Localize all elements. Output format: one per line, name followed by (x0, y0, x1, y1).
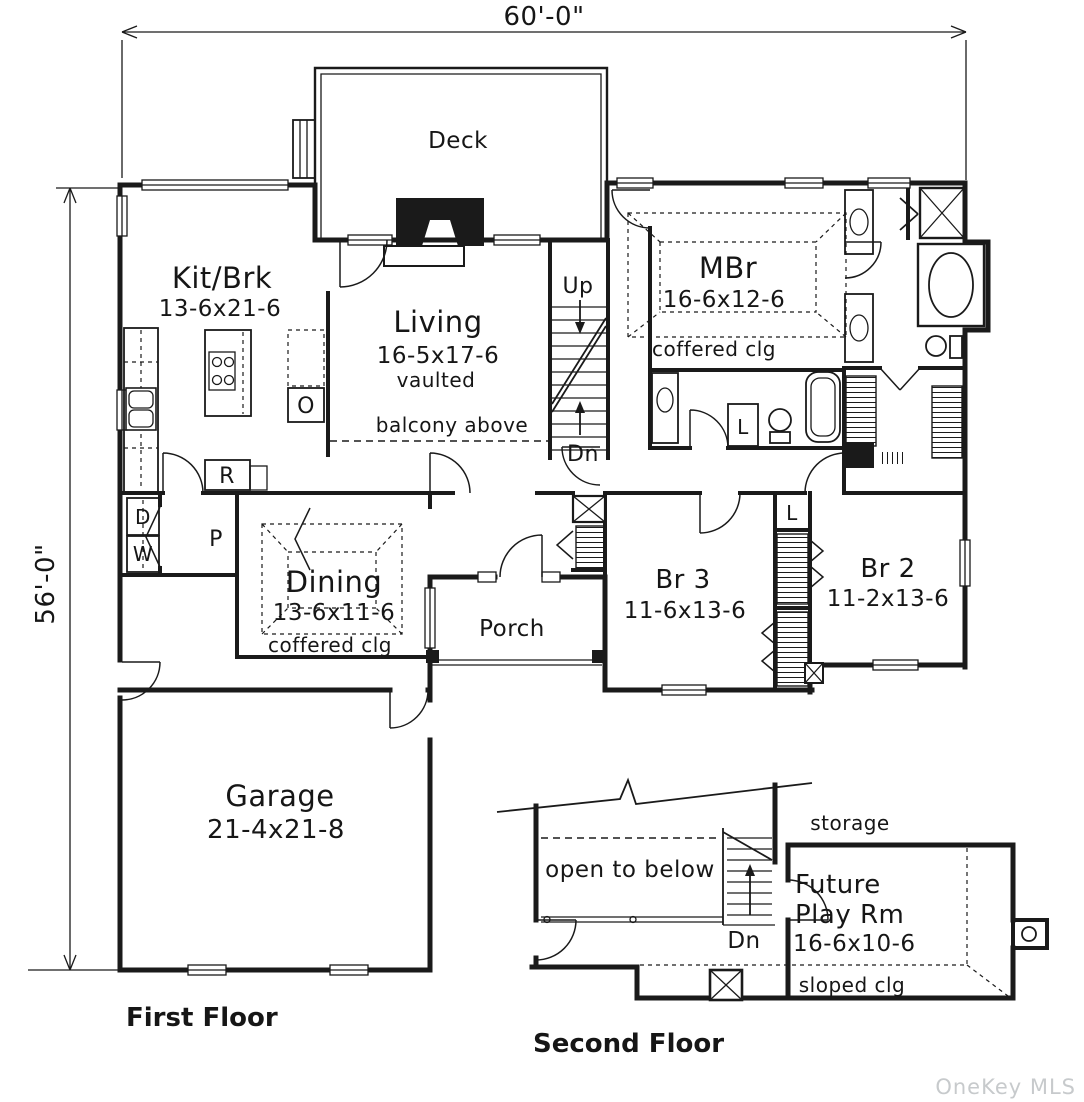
porch-post (426, 650, 439, 663)
room-label-porch: Porch (479, 616, 545, 642)
master-vanity-1 (844, 189, 874, 255)
coat-closet (575, 525, 605, 569)
room-note-dining: coffered clg (268, 633, 392, 657)
room-label-living: Living (393, 305, 482, 339)
hall-bath-vanity (651, 372, 679, 444)
room-size-master: 16-6x12-6 (663, 287, 786, 313)
master-vanity-2 (844, 293, 874, 363)
kitchen-counter (123, 327, 159, 493)
master-closet-right (931, 385, 963, 459)
room-size-bedroom2: 11-2x13-6 (827, 586, 950, 612)
shower (918, 186, 966, 240)
coffered-ceiling-dining (261, 523, 403, 635)
room-size-kitchen: 13-6x21-6 (159, 296, 282, 322)
first-floor-title: First Floor (126, 1003, 278, 1033)
stairs-main (551, 300, 607, 451)
linen-label-hall: L (786, 501, 798, 525)
dimension-width-label: 60'-0" (503, 2, 584, 32)
room-label-kitchen: Kit/Brk (172, 261, 272, 295)
labels: Deck Kit/Brk 13-6x21-6 Living 16-5x17-6 … (126, 128, 949, 1059)
bedroom2-closet (776, 533, 809, 605)
dimension-width: 60'-0" (121, 2, 967, 180)
balcony-note: balcony above (376, 413, 528, 437)
room-label-master: MBr (699, 251, 757, 285)
kitchen-sink (125, 387, 157, 431)
play-room-size: 16-6x10-6 (793, 931, 916, 957)
master-tub (916, 242, 986, 328)
porch-post (592, 650, 605, 663)
washer-label: W (133, 542, 153, 566)
master-bath (844, 186, 986, 363)
stairs-down-label: Dn (567, 442, 599, 467)
master-closet-left (845, 375, 877, 447)
room-label-garage: Garage (225, 779, 334, 813)
room-label-bedroom2: Br 2 (860, 554, 915, 584)
storage-label: storage (810, 811, 889, 835)
cooktop (208, 351, 236, 391)
room-label-deck: Deck (428, 128, 488, 154)
second-floor-title: Second Floor (533, 1029, 724, 1059)
room-label-bedroom3: Br 3 (655, 565, 710, 595)
room-size-living: 16-5x17-6 (377, 343, 500, 369)
oven-cabinet (287, 387, 325, 423)
play-room-label-2: Play Rm (795, 900, 904, 930)
hall-tub (805, 371, 841, 443)
watermark: OneKey MLS (935, 1075, 1076, 1099)
hall-toilet (768, 408, 792, 432)
open-to-below-label: open to below (545, 857, 715, 883)
windows (116, 177, 971, 976)
room-note-master: coffered clg (652, 337, 776, 361)
refrigerator-label: R (219, 464, 235, 489)
dimension-depth: 56'-0" (28, 187, 162, 971)
room-size-dining: 13-6x11-6 (273, 600, 396, 626)
kitchen-island (204, 329, 252, 417)
room-size-bedroom3: 11-6x13-6 (624, 598, 747, 624)
closets (555, 375, 963, 687)
dimension-depth-label: 56'-0" (31, 543, 61, 624)
chimney-mass (846, 443, 874, 468)
hall-bath (651, 371, 841, 447)
stairs-second-floor (722, 782, 778, 926)
sloped-ceiling-note: sloped clg (799, 973, 906, 997)
stairs-up-label: Up (562, 274, 593, 299)
break-line (496, 777, 813, 813)
linen-cabinet (727, 403, 759, 447)
dryer-label: D (135, 505, 151, 529)
play-room-label-1: Future (795, 870, 881, 900)
deck-outline (292, 66, 609, 242)
porch-structure (426, 650, 605, 666)
kitchen-fixtures (123, 327, 325, 573)
stairs-down-label-2: Dn (727, 928, 760, 954)
master-toilet (925, 335, 947, 357)
doors (121, 189, 921, 729)
room-note-living: vaulted (397, 368, 476, 392)
oven-label: O (297, 394, 315, 419)
coffered-ceiling-master (627, 212, 847, 338)
room-label-dining: Dining (286, 565, 383, 599)
second-floor-plan (496, 777, 1049, 1002)
linen-label-bath: L (737, 415, 749, 439)
room-size-garage: 21-4x21-8 (207, 815, 345, 845)
bedroom3-closet (776, 611, 809, 687)
fireplace (383, 198, 484, 267)
pantry-label: P (209, 527, 223, 552)
